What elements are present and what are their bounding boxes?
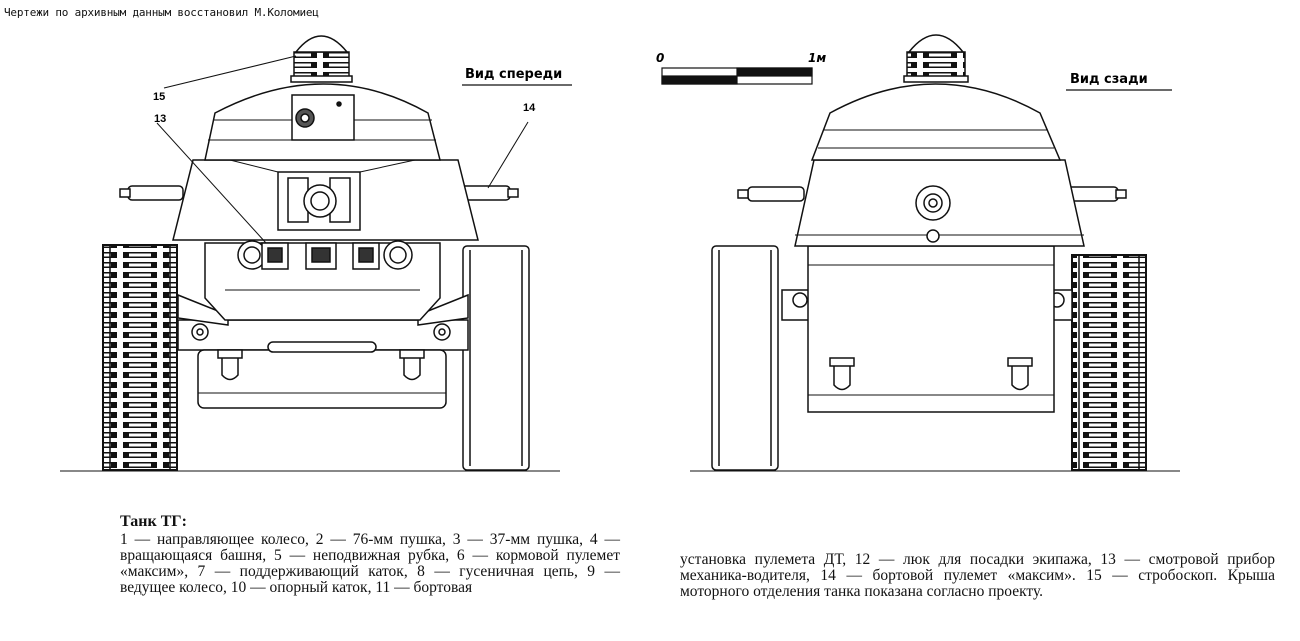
rear-left-wheel (711, 245, 779, 471)
scale-one-label: 1м (808, 51, 826, 65)
front-stroboscope (294, 35, 349, 53)
rear-right-track (1071, 254, 1147, 471)
credit-line: Чертежи по архивным данным восстановил М… (4, 6, 319, 19)
rear-turret (810, 83, 1062, 161)
front-stroboscope-base (293, 51, 350, 79)
callout-13: 13 (154, 113, 166, 125)
scale-bar (661, 67, 813, 85)
front-left-track (102, 244, 178, 471)
rear-stroboscope-base (906, 51, 966, 79)
caption-text-left: 1 — направляющее колесо, 2 — 76-мм пушка… (120, 531, 620, 596)
front-right-wheel (462, 245, 530, 471)
scale-zero-label: 0 (656, 51, 664, 65)
rear-view-label: Вид сзади (1070, 72, 1148, 87)
rear-stroboscope (907, 34, 965, 53)
rear-view (690, 34, 1180, 472)
caption-text-right: установка пулемета ДТ, 12 — люк для поса… (680, 551, 1275, 600)
callout-14: 14 (523, 102, 536, 114)
rear-left-gun (747, 186, 805, 202)
front-view (60, 35, 572, 472)
front-view-label: Вид спереди (465, 67, 562, 82)
tank-drawing: Вид спереди 15 13 14 0 1м (60, 34, 1180, 472)
caption-title: Танк ТГ: (120, 513, 187, 530)
front-left-gun (127, 185, 184, 201)
callout-15: 15 (153, 91, 165, 103)
